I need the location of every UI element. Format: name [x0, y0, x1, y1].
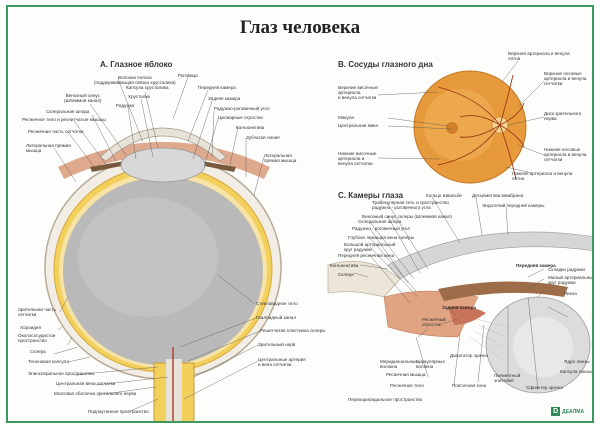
label-sclera: Склера — [30, 349, 46, 354]
label-dura: Мозговая оболочка зрительного нерва — [54, 391, 137, 396]
label-ciliary-proc: Цилиарные отростки — [218, 115, 263, 120]
label-dilator: Дилататор зрачка — [450, 353, 488, 358]
label-sphincter: Сфинктер зрачка — [526, 385, 563, 390]
logo-icon: D — [551, 407, 561, 416]
b-leader-lines — [377, 60, 545, 174]
vitreous-shade — [78, 197, 218, 317]
macula-shape — [446, 122, 458, 134]
label-fovea: Центральная ямка — [338, 123, 378, 128]
sclera-band — [327, 260, 401, 298]
label-ciliary-muscle: Ресничная мышца — [386, 372, 426, 377]
label-lens-capsule-c: Капсула линзы — [560, 369, 592, 374]
label-zonule-c: Поясочная зона — [452, 383, 487, 388]
a-leader-lines — [53, 76, 265, 413]
label-post-chamber: Задняя камера — [208, 96, 241, 101]
label-scleral-spur-c: Склеральная шпора — [358, 219, 402, 224]
label-perichoroid: Перихориоидальное пространство — [348, 397, 423, 402]
cornea-shape — [99, 127, 227, 162]
label-conjunctiva-c: Конъюнктива — [330, 263, 359, 268]
zonule-fibers — [469, 318, 509, 360]
label-optic-nerve: Зрительный нерв — [258, 342, 296, 347]
iris-band — [438, 281, 568, 301]
label-schlemm-ring: Кольцо Швальбе — [426, 193, 462, 198]
section-a-title: А. Глазное яблоко — [100, 60, 173, 69]
label-ciliary-body-c: Ресничное тело — [390, 383, 424, 388]
optic-nerve-core — [166, 359, 182, 421]
lens-shape — [120, 147, 206, 183]
label-ora-serrata: Зубчатая линия — [246, 135, 280, 140]
label-iris: Радужка — [116, 103, 135, 108]
label-post-chamber-c: Задняя камера — [442, 305, 476, 310]
label-cra-vein: Центральная вена сетчатки — [56, 381, 116, 386]
label-lens: Хрусталик — [128, 94, 150, 99]
label-cornea: Роговица — [178, 73, 198, 78]
eyeball-illustration — [44, 60, 592, 421]
label-tenon: Теноновая капсула — [28, 359, 69, 364]
section-c-title: С. Камеры глаза — [338, 191, 404, 200]
section-b-title: В. Сосуды глазного дна — [338, 60, 433, 69]
label-vitreous: Стекловидное тело — [256, 301, 298, 306]
label-descemet: Десцеметова мембрана — [472, 193, 524, 198]
label-sclera-c: Склера — [338, 272, 354, 277]
label-cribrosa: Решетчатая пластинка склеры — [260, 328, 326, 333]
label-hyaloid: Гиалоидный канал — [256, 315, 297, 320]
label-ciliary-retina: Ресничная часть сетчатки — [28, 129, 84, 134]
c-leader-lines — [353, 196, 569, 391]
label-deep-vein: Глубоко лежащая вена склеры — [348, 235, 415, 240]
fundus-vessels — [437, 74, 525, 180]
label-ciliary-vein: Передняя ресничная вена — [338, 253, 395, 258]
label-venous-sinus: Венозный синус(Шлеммов канал) — [64, 93, 102, 103]
label-iridocorneal: Радужно-роговичный угол — [214, 106, 270, 111]
poster: Глаз человека А. Глазное яблоко — [6, 5, 594, 423]
cornea-band — [387, 231, 592, 280]
label-ant-chamber-c: Передняя камера — [516, 263, 556, 268]
label-episcleral: Эписклеральное пространство — [28, 371, 95, 376]
label-lens-capsule: Капсула хрусталика — [126, 85, 169, 90]
label-endothelium: Эндотелий передней камеры — [482, 203, 545, 208]
label-macula: Макула — [338, 115, 354, 120]
label-iris-folds: Складки радужки — [548, 267, 585, 272]
label-ant-chamber: Передняя камера — [198, 85, 236, 90]
label-lens-c: Линза — [564, 291, 577, 296]
label-choroid: Хороидея — [20, 325, 41, 330]
label-lens-nucleus: Ядро линзы — [564, 359, 590, 364]
label-scleral-spur: Склеральная шпора — [46, 109, 90, 114]
label-subarachnoid: Подпаутинное пространство — [88, 409, 149, 414]
label-zonule: Волокна пояска(поддерживающая связка хру… — [94, 75, 176, 85]
label-angle: Радужно - роговичный угол — [352, 226, 411, 231]
label-venous-sinus-c: Венозный синус склеры (Шлеммов канал) — [362, 214, 452, 219]
ciliary-processes — [448, 305, 486, 325]
label-conjunctiva: Конъюнктива — [236, 125, 265, 130]
page-title: Глаз человека — [239, 17, 361, 38]
lens-c-nucleus — [513, 317, 573, 377]
fundus-glow — [424, 89, 496, 161]
label-ciliary-body: Ресничное тело и реснитчатые мышцы — [22, 117, 106, 122]
